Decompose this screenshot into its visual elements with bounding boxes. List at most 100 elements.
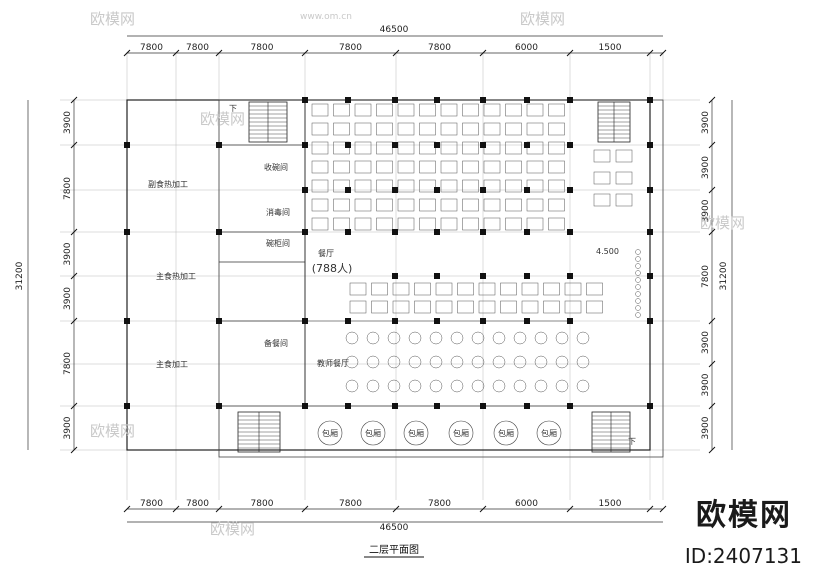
watermark-id: ID:2407131 (684, 544, 802, 568)
depth-dim-left-tick (70, 402, 78, 410)
depth-dim-left-label: 3900 (63, 242, 73, 265)
counter-circle (635, 284, 641, 290)
column (480, 273, 486, 279)
dining-table (483, 179, 501, 193)
private-room-6: 包厢 (541, 428, 557, 438)
dining-table (586, 300, 603, 314)
bay-dim-bottom-tick (659, 505, 667, 513)
column (392, 97, 398, 103)
column (524, 403, 530, 409)
dining-table (333, 160, 350, 174)
column (392, 187, 398, 193)
bay-dim-bottom-tick (566, 505, 574, 513)
column (345, 403, 351, 409)
depth-dim-left-tick (70, 228, 78, 236)
column (124, 229, 130, 235)
bay-dim-bottom-label: 7800 (428, 499, 451, 509)
room-dining-capacity: (788人) (312, 262, 353, 275)
overall-depth-right: 31200 (719, 261, 729, 290)
column (524, 187, 530, 193)
dining-table (333, 103, 350, 117)
round-table (387, 331, 401, 345)
upper-floor-outline (218, 99, 664, 458)
bay-dim-top-tick (566, 49, 574, 57)
dining-table (311, 103, 329, 117)
round-table (450, 331, 464, 345)
column (647, 403, 653, 409)
dining-table (371, 282, 388, 296)
dining-table (354, 217, 372, 231)
round-table (429, 331, 443, 345)
dining-table (397, 217, 415, 231)
bay-dim-bottom-label: 1500 (599, 499, 622, 509)
bay-dim-bottom-tick (392, 505, 400, 513)
column (647, 273, 653, 279)
dining-table (419, 198, 436, 212)
column (647, 318, 653, 324)
counter-circle (635, 291, 641, 297)
dining-table (419, 179, 436, 193)
column (434, 229, 440, 235)
private-room-4: 包厢 (453, 428, 469, 438)
dining-table (440, 141, 458, 155)
dining-table (615, 193, 633, 207)
dining-table (397, 141, 415, 155)
dining-table (548, 217, 565, 231)
bay-dim-top-label: 7800 (186, 43, 209, 53)
private-room-table (317, 420, 343, 446)
dining-table (311, 122, 329, 136)
round-table (555, 355, 569, 369)
watermark-faint-3: 欧模网 (200, 110, 246, 128)
private-room-1: 包厢 (322, 428, 338, 438)
bay-dim-bottom-tick (479, 505, 487, 513)
round-table (576, 379, 590, 393)
watermark-faint-4: 欧模网 (700, 214, 746, 232)
bay-dim-top-label: 1500 (599, 43, 622, 53)
dining-table (483, 122, 501, 136)
dining-table (478, 300, 496, 314)
bay-dim-top-tick (301, 49, 309, 57)
dining-table (333, 198, 350, 212)
depth-dim-right-tick (708, 141, 716, 149)
level-mark: 4.500 (596, 247, 619, 256)
bay-dim-bottom-tick (172, 505, 180, 513)
column (480, 318, 486, 324)
counter-circle (635, 263, 641, 269)
depth-dim-left-label: 3900 (63, 416, 73, 439)
dining-table (440, 217, 458, 231)
columns (124, 97, 653, 409)
dining-table (457, 282, 474, 296)
round-table (534, 355, 548, 369)
dining-table (311, 217, 329, 231)
counter-circle (635, 298, 641, 304)
dining-table (414, 282, 431, 296)
dining-table (521, 300, 539, 314)
dining-table (593, 193, 611, 207)
bay-dim-top-tick (392, 49, 400, 57)
dining-table (526, 122, 544, 136)
private-room-table (536, 420, 562, 446)
dining-table (483, 103, 501, 117)
dining-table (483, 160, 501, 174)
dining-table (311, 160, 329, 174)
round-table (345, 331, 359, 345)
watermark-site-1: www.om.cn (300, 12, 352, 22)
counter-circle (635, 277, 641, 283)
dining-table (371, 300, 388, 314)
private-room-table (493, 420, 519, 446)
round-table (429, 355, 443, 369)
dining-table (397, 160, 415, 174)
bay-dim-bottom-tick (123, 505, 131, 513)
room-serving: 备餐间 (264, 338, 288, 348)
column (524, 229, 530, 235)
dining-table (548, 160, 565, 174)
dining-table (376, 160, 393, 174)
column (434, 403, 440, 409)
column (124, 318, 130, 324)
counter-circle (635, 305, 641, 311)
bay-dim-bottom-label: 7800 (186, 499, 209, 509)
column (480, 142, 486, 148)
column (434, 318, 440, 324)
